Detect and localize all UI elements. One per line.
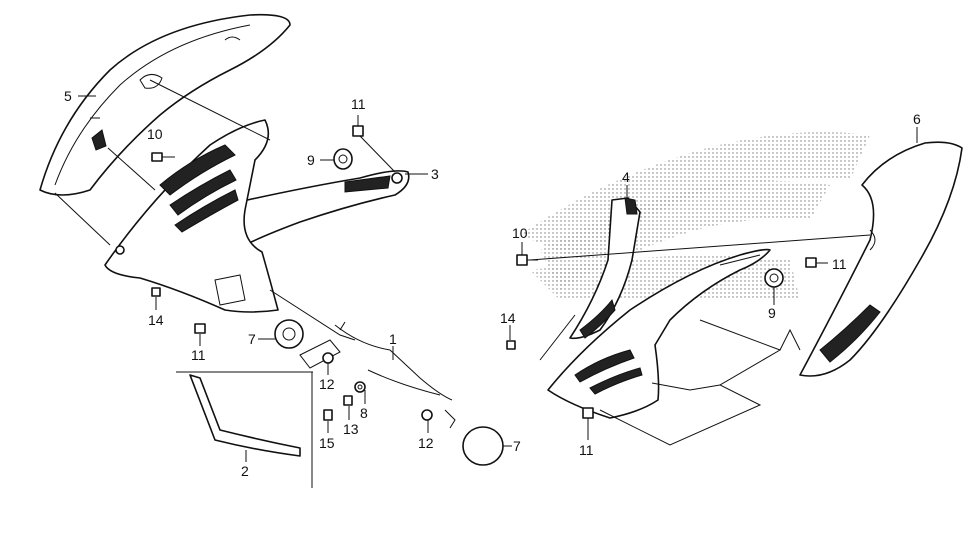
callout-15: 15 — [319, 435, 335, 451]
middle-side-cowl[interactable] — [104, 119, 279, 313]
callout-9-left: 9 — [307, 152, 315, 168]
callout-7-top: 7 — [248, 331, 256, 347]
callout-12-left: 12 — [319, 376, 335, 392]
right-assembly-lines — [529, 234, 871, 446]
callout-11-top: 11 — [351, 96, 366, 112]
callout-5: 5 — [64, 88, 72, 104]
callout-7-bottom: 7 — [513, 438, 521, 454]
callout-11-left: 11 — [191, 347, 206, 363]
washer-8[interactable] — [354, 381, 366, 393]
nut-12-right[interactable] — [421, 409, 433, 421]
callout-9-right: 9 — [768, 305, 776, 321]
collar-9-left[interactable] — [333, 148, 353, 170]
bolt-11-right-bottom[interactable] — [582, 407, 594, 419]
callout-10-left: 10 — [147, 126, 163, 142]
callout-6: 6 — [913, 111, 921, 127]
bolt-14-right[interactable] — [506, 340, 516, 350]
callout-4: 4 — [622, 169, 630, 185]
callout-11-right-bottom: 11 — [579, 442, 594, 458]
bolt-14-left[interactable] — [151, 287, 161, 297]
callout-14-left: 14 — [148, 312, 164, 328]
left-assembly-lines — [54, 79, 396, 488]
callout-3: 3 — [431, 166, 439, 182]
bolt-11-top[interactable] — [352, 125, 364, 137]
nut-12-left[interactable] — [322, 352, 334, 364]
callout-2: 2 — [241, 463, 249, 479]
upper-left-cowl[interactable] — [39, 13, 291, 196]
callout-11-right: 11 — [832, 256, 847, 272]
collar-9-right[interactable] — [764, 268, 784, 288]
callout-13: 13 — [343, 421, 359, 437]
rubber-grommet-top[interactable] — [274, 319, 304, 349]
stay-bracket[interactable] — [299, 321, 456, 429]
callout-10-right: 10 — [512, 225, 528, 241]
right-middle-cowl[interactable] — [547, 248, 771, 419]
callout-14-right: 14 — [500, 310, 516, 326]
callout-leaders — [78, 95, 918, 462]
lower-stay[interactable] — [176, 371, 313, 457]
bolt-11-right[interactable] — [805, 257, 817, 268]
callout-labels: 5 10 11 9 3 14 11 7 1 12 8 13 15 12 7 2 … — [64, 88, 921, 479]
bolt-15[interactable] — [323, 409, 333, 421]
screw-13[interactable] — [343, 395, 353, 406]
callout-12-right: 12 — [418, 435, 434, 451]
screw-10-right[interactable] — [516, 254, 538, 266]
callout-1: 1 — [389, 331, 397, 347]
inner-panel-strip[interactable] — [224, 170, 410, 246]
right-inner-panel[interactable] — [569, 197, 641, 340]
upper-right-cowl[interactable] — [799, 141, 963, 377]
callout-8: 8 — [360, 405, 368, 421]
bolt-11-left-bottom[interactable] — [194, 323, 206, 334]
rubber-grommet-bottom[interactable] — [462, 426, 504, 466]
